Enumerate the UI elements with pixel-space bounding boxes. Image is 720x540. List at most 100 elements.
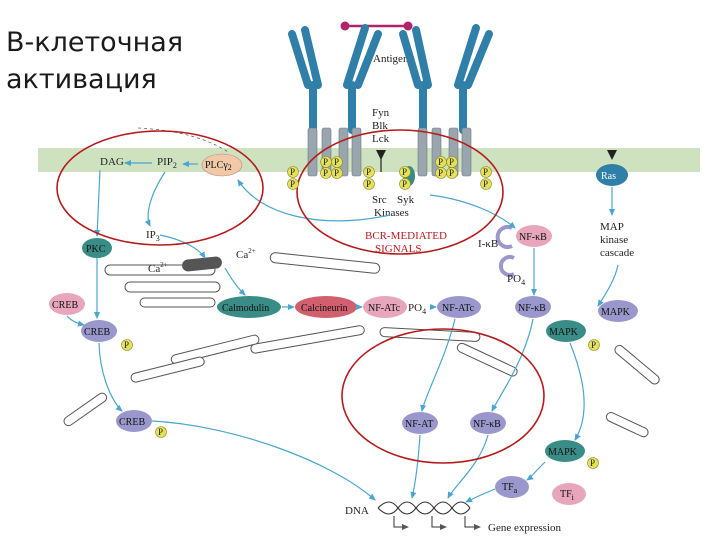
- antigen-right-dot: [403, 21, 413, 31]
- nfatc-node-1: [363, 296, 407, 318]
- calcineurin-label: Calcineurin: [301, 303, 348, 314]
- phosphate-label: P: [323, 157, 328, 167]
- highlight-ring-bcr-signals: [296, 129, 504, 255]
- tfi-node: [552, 483, 586, 505]
- po4-label-2: PO4: [507, 273, 525, 287]
- creb-node-3: [116, 410, 152, 432]
- phosphate-label: P: [591, 340, 596, 350]
- phosphate-label: P: [290, 179, 295, 189]
- signaling-arrows: [66, 160, 619, 503]
- cascade-label: cascade: [600, 247, 634, 259]
- ip3-label: IP3: [146, 229, 160, 243]
- highlight-ring-nuclear-factors: [341, 328, 545, 464]
- phosphate-label: P: [449, 168, 454, 178]
- pkc-label: PKC: [86, 244, 106, 255]
- calcium-channel: [182, 256, 222, 272]
- ras-label: Ras: [601, 171, 616, 182]
- mapk-node-1: [598, 300, 638, 322]
- phosphate-circle: [480, 178, 492, 190]
- highlight-ring-plc-pathway: [56, 130, 264, 246]
- phosphate-circle: [363, 178, 375, 190]
- phosphate-label: P: [366, 167, 371, 177]
- dna-strand-2: [377, 501, 471, 515]
- phosphate-label: P: [402, 167, 407, 177]
- transcription-arrow-3: [464, 516, 481, 530]
- nfat-label: NF-AT: [405, 419, 433, 430]
- calcineurin-node: [295, 296, 357, 318]
- ikb-icon: [495, 225, 513, 249]
- calmodulin-label: Calmodulin: [222, 303, 269, 314]
- dna-label: DNA: [345, 505, 369, 517]
- plcg2-label: PLCγ2: [205, 160, 232, 172]
- creb-label-3: CREB: [119, 417, 145, 428]
- phosphate-label: P: [323, 168, 328, 178]
- nfat-node: [402, 412, 438, 434]
- calmodulin-node: [217, 296, 281, 318]
- creb-label-1: CREB: [52, 300, 78, 311]
- phosphate-label: P: [438, 157, 443, 167]
- mapk-label-2: MAPK: [549, 327, 579, 338]
- phosphate-label: P: [483, 179, 488, 189]
- phosphate-label: P: [334, 168, 339, 178]
- dag-label: DAG: [100, 156, 124, 168]
- pkc-node: [82, 238, 112, 258]
- phosphate-circle: [121, 339, 133, 351]
- nfkb-label-1: NF-κB: [519, 232, 547, 243]
- phosphate-circle: [446, 167, 458, 179]
- syk-label: Syk: [397, 194, 415, 206]
- phosphate-circle: [480, 166, 492, 178]
- phosphate-label: P: [438, 168, 443, 178]
- ras-node: [596, 164, 628, 186]
- kinase-blk-label: Blk: [372, 120, 388, 132]
- phosphate-label: P: [483, 167, 488, 177]
- gene-expression-label: Gene expression: [488, 522, 562, 534]
- mapk-node-2: [546, 320, 586, 342]
- bcr-signals-line-1: BCR-MEDIATED: [365, 230, 447, 242]
- plcg2-node: [201, 153, 243, 177]
- mapk-label-3: MAPK: [548, 447, 578, 458]
- phosphate-circle: [287, 166, 299, 178]
- nfatc-label-2: NF-ATc: [442, 303, 475, 314]
- src-label: Src: [372, 194, 387, 206]
- phosphate-label: P: [449, 157, 454, 167]
- phosphate-label: P: [124, 340, 129, 350]
- bcr-signals-line-2: SIGNALS: [375, 243, 421, 255]
- calcium-label-b: Ca2+: [148, 261, 168, 275]
- phosphate-label: P: [334, 157, 339, 167]
- ikb-released-icon: [498, 255, 515, 277]
- phosphate-circle: [155, 426, 167, 438]
- title-line-2: активация: [6, 64, 157, 95]
- phosphate-circle: [399, 178, 411, 190]
- mapk-node-3: [545, 440, 585, 462]
- bcr-left: [288, 24, 382, 134]
- transcription-arrow-1: [393, 516, 409, 530]
- kinase-fyn-label: Fyn: [372, 107, 390, 119]
- nfkb-label-2: NF-κB: [518, 303, 546, 314]
- phosphate-circle: [287, 178, 299, 190]
- phosphate-circle: [363, 166, 375, 178]
- nfkb-node-2: [515, 296, 551, 318]
- phosphate-label: P: [402, 179, 407, 189]
- kinase-lck-label: Lck: [372, 133, 390, 145]
- nfatc-node-2: [437, 296, 481, 318]
- phosphate-circle: [399, 166, 411, 178]
- tfi-label: TFi: [560, 489, 575, 502]
- antigen-label: Antigen: [373, 53, 409, 65]
- phosphate-circle: [587, 457, 599, 469]
- dashed-guide-line: [137, 127, 229, 153]
- nfatc-label-1: NF-ATc: [368, 303, 401, 314]
- transcription-arrow-2: [431, 516, 447, 530]
- title-line-1: B-клеточная: [6, 27, 184, 58]
- phosphate-circle: [331, 167, 343, 179]
- ikb-label: I-κB: [478, 238, 498, 250]
- mapk-label-1: MAPK: [601, 307, 631, 318]
- po4-label-1: PO4: [408, 302, 426, 316]
- map-label: MAP: [600, 221, 624, 233]
- phosphate-label: P: [366, 179, 371, 189]
- pip2-label: PIP2: [157, 156, 177, 170]
- phosphate-label: P: [290, 167, 295, 177]
- kinase-label: kinase: [600, 234, 628, 246]
- nfkb-node-3: [470, 412, 506, 434]
- src-anchor-icon: [376, 150, 386, 160]
- nfkb-ikb-node: [516, 225, 552, 247]
